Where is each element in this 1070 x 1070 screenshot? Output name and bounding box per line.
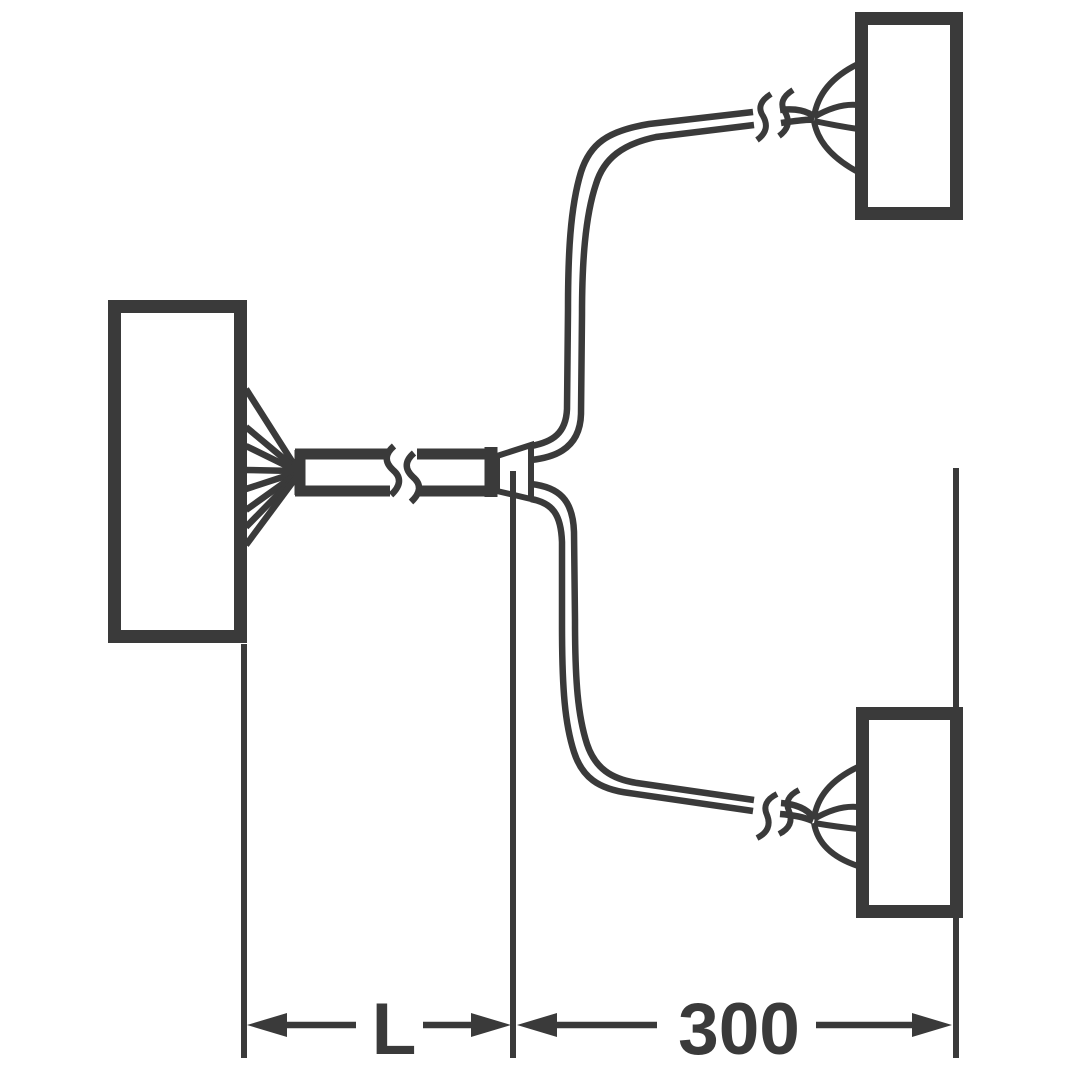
lower-branch-outer-line [779,810,815,825]
wire [813,820,859,832]
break-squiggle [755,791,779,841]
dimension-labels: L 300 [372,989,800,1070]
break-squiggle [755,91,773,143]
wire [811,120,860,175]
left-connector-block [108,300,247,643]
wire [811,764,860,820]
dimension-label-300: 300 [678,989,800,1070]
wire [245,466,296,475]
diagram-linework [108,12,963,1058]
wire [244,443,297,473]
upper-branch-cable [530,106,817,464]
wire [811,61,860,118]
upper-branch-inner-line [530,121,755,464]
wire [244,469,297,493]
trunk-break-squiggle [383,443,403,498]
break-squiggle [777,87,795,139]
arrowhead-left [517,1013,557,1037]
break-squiggle [777,787,801,837]
lower-branch-cable [530,480,816,825]
dimension-arrowheads [247,1013,952,1037]
lower-branch-outer-line [530,495,754,815]
dimension-extension-lines [241,468,959,1058]
arrowhead-right [471,1013,511,1037]
arrowhead-left [247,1013,287,1037]
dimension-label-l: L [372,989,417,1070]
wire [243,424,298,471]
arrowhead-right [912,1013,952,1037]
upper-break-symbol [755,87,795,143]
wire [812,803,859,822]
top-right-connector-block [855,12,963,220]
upper-branch-inner-line [780,116,815,127]
bottom-right-connector-block [856,707,963,918]
wire [243,387,298,468]
wire [813,118,859,132]
upper-branch-outer-line [530,108,754,450]
trunk-cable [294,443,498,505]
left-wire-fan [243,387,298,547]
wire [812,101,859,120]
lower-branch-inner-line [530,480,755,804]
lower-break-symbol [755,787,801,841]
upper-wire-fan [811,61,860,175]
wire [243,477,298,547]
lower-wire-fan [811,764,860,869]
wire [811,822,859,869]
